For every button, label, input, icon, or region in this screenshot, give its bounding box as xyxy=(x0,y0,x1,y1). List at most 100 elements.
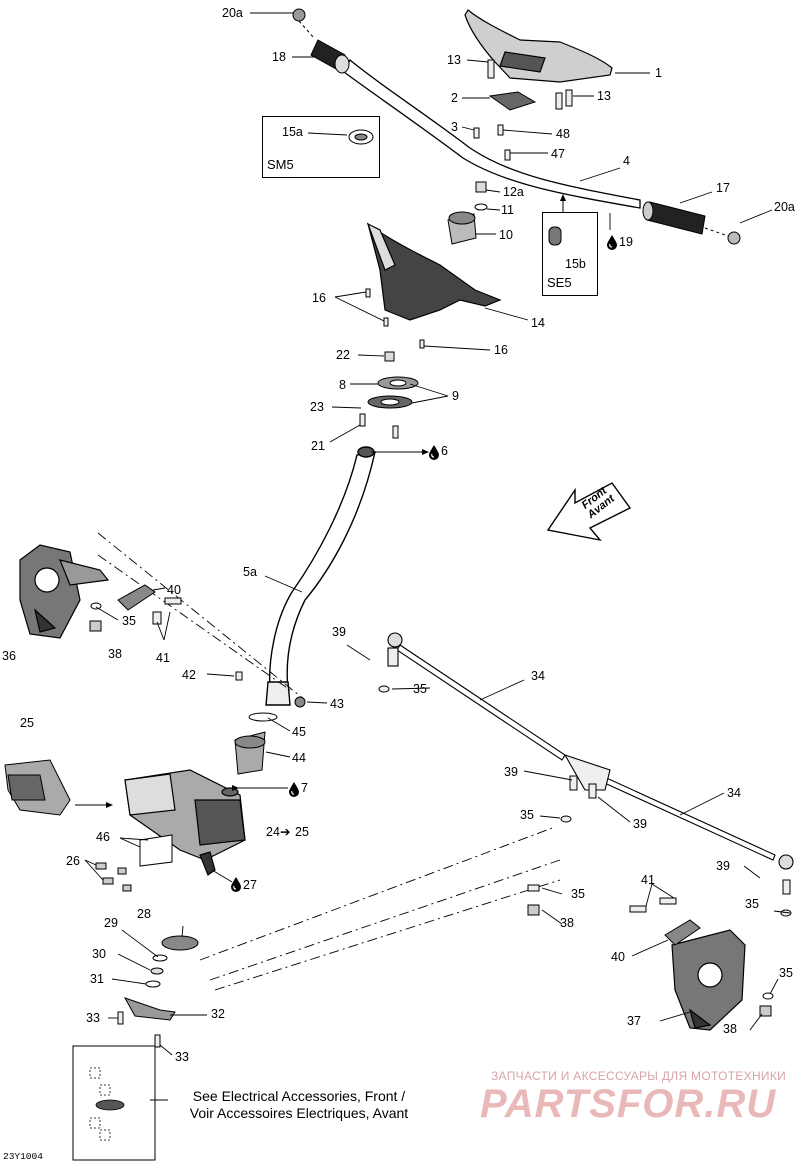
part-label-3: 3 xyxy=(451,120,458,134)
part-label-10: 10 xyxy=(499,228,513,242)
front-arrow-icon xyxy=(546,482,632,542)
dash-guides xyxy=(97,532,561,991)
part-label-35: 35 xyxy=(413,682,427,696)
part-label-15a: 15a xyxy=(282,125,303,139)
se5-detail-box: SE5 xyxy=(542,212,598,296)
watermark-logo: PARTSFOR.RU xyxy=(480,1082,777,1126)
part-label-33: 33 xyxy=(86,1011,100,1025)
part-label-40: 40 xyxy=(167,583,181,597)
part-label-25-ref: 25 xyxy=(295,825,309,839)
part-label-24: 24 xyxy=(266,825,280,839)
leader-lines xyxy=(84,12,791,1101)
part-label-39: 39 xyxy=(716,859,730,873)
part-label-16: 16 xyxy=(494,343,508,357)
part-label-35: 35 xyxy=(779,966,793,980)
part-label-38: 38 xyxy=(560,916,574,930)
part-label-35: 35 xyxy=(520,808,534,822)
part-label-37: 37 xyxy=(627,1014,641,1028)
part-label-21: 21 xyxy=(311,439,325,453)
part-label-11: 11 xyxy=(501,203,514,217)
arrow-right-icon: ➔ xyxy=(280,825,291,839)
box-caption-se5: SE5 xyxy=(547,275,572,290)
part-label-33: 33 xyxy=(175,1050,189,1064)
left-tierod-end xyxy=(89,584,182,632)
right-grip xyxy=(642,201,741,245)
part-label-12a: 12a xyxy=(503,185,524,199)
part-label-20a: 20a xyxy=(222,6,243,20)
part-label-4: 4 xyxy=(623,154,630,168)
part-label-16: 16 xyxy=(312,291,326,305)
part-label-13: 13 xyxy=(597,89,611,103)
part-label-15b: 15b xyxy=(565,257,586,271)
part-label-35: 35 xyxy=(122,614,136,628)
oil-drop-icon xyxy=(428,444,440,461)
part-label-34: 34 xyxy=(727,786,741,800)
electrical-box-parts xyxy=(89,1067,125,1141)
part-label-31: 31 xyxy=(90,972,104,986)
part-label-2: 2 xyxy=(451,91,458,105)
bearing-stack xyxy=(359,351,419,439)
note-line-2: Voir Accessoires Electriques, Avant xyxy=(189,1105,409,1121)
part-label-22: 22 xyxy=(336,348,350,362)
oil-drop-icon xyxy=(288,781,300,798)
part-label-6: 6 xyxy=(441,444,448,458)
part-label-20a: 20a xyxy=(774,200,795,214)
part-label-26: 26 xyxy=(66,854,80,868)
part-label-7: 7 xyxy=(301,781,308,795)
part-label-43: 43 xyxy=(330,697,344,711)
part-label-27: 27 xyxy=(243,878,257,892)
ring-15b-icon xyxy=(548,226,562,246)
handlebar-clamp-top xyxy=(464,9,613,83)
part-label-1: 1 xyxy=(655,66,662,80)
electrical-accessories-note: See Electrical Accessories, Front / Voir… xyxy=(164,1088,434,1122)
steering-stem-clamp xyxy=(447,181,488,245)
part-25-cover xyxy=(4,759,71,816)
cover-screws xyxy=(365,288,425,349)
box-caption-sm5: SM5 xyxy=(267,157,294,172)
part-label-42: 42 xyxy=(182,668,196,682)
ring-15a-icon xyxy=(307,129,374,145)
part-label-44: 44 xyxy=(292,751,306,765)
handlebar-clamp-bottom xyxy=(487,59,573,111)
steering-cover xyxy=(366,222,502,321)
note-line-1: See Electrical Accessories, Front / xyxy=(192,1088,406,1104)
part-label-35: 35 xyxy=(571,887,585,901)
part-label-41: 41 xyxy=(641,873,655,887)
part-label-8: 8 xyxy=(339,378,346,392)
part-label-14: 14 xyxy=(531,316,545,330)
part-label-19: 19 xyxy=(619,235,633,249)
part-label-47: 47 xyxy=(551,147,565,161)
part-label-13: 13 xyxy=(447,53,461,67)
part-label-39: 39 xyxy=(633,817,647,831)
oil-drop-icon xyxy=(606,234,618,251)
part-label-17: 17 xyxy=(716,181,730,195)
left-knuckle xyxy=(19,544,110,639)
part-label-39: 39 xyxy=(332,625,346,639)
part-label-34: 34 xyxy=(531,669,545,683)
part-label-46: 46 xyxy=(96,830,110,844)
part-label-28: 28 xyxy=(137,907,151,921)
steering-column xyxy=(265,446,376,706)
part-label-41: 41 xyxy=(156,651,170,665)
left-grip xyxy=(292,8,350,74)
part-label-30: 30 xyxy=(92,947,106,961)
part-label-36: 36 xyxy=(2,649,16,663)
part-label-5a: 5a xyxy=(243,565,257,579)
bracket-46 xyxy=(95,834,173,892)
handlebar-part xyxy=(343,58,641,209)
electrical-accessories-box xyxy=(72,1045,156,1161)
part-label-39: 39 xyxy=(504,765,518,779)
power-steering-unit xyxy=(124,769,246,876)
oil-drop-icon xyxy=(230,876,242,893)
part-label-38: 38 xyxy=(108,647,122,661)
part-label-9: 9 xyxy=(452,389,459,403)
tie-rod-small-parts xyxy=(378,685,792,917)
watermark-tagline: ЗАПЧАСТИ И АКСЕССУАРЫ ДЛЯ МОТОТЕХНИКИ xyxy=(491,1069,787,1083)
part-label-23: 23 xyxy=(310,400,324,414)
part-label-45: 45 xyxy=(292,725,306,739)
part-label-25: 25 xyxy=(20,716,34,730)
right-knuckle xyxy=(671,929,746,1031)
part-label-38: 38 xyxy=(723,1022,737,1036)
